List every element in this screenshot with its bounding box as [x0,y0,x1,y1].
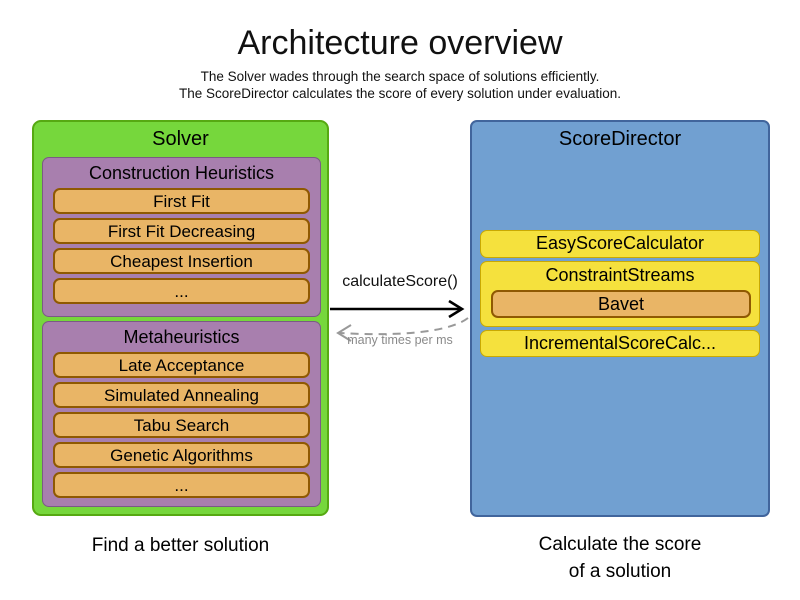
item-ch-ellipsis: ... [53,278,310,304]
solver-title: Solver [152,128,209,150]
easy-score-calculator-box: EasyScoreCalculator [480,230,760,258]
item-late-acceptance: Late Acceptance [53,352,310,378]
score-director-caption-line-2: of a solution [568,561,672,582]
constraint-streams-title: ConstraintStreams [545,265,695,285]
construction-heuristics-group: Construction Heuristics First Fit First … [42,157,321,317]
subtitle-line-2: The ScoreDirector calculates the score o… [179,85,621,101]
frequency-label: many times per ms [347,333,453,347]
item-first-fit: First Fit [53,188,310,214]
item-simulated-annealing: Simulated Annealing [53,382,310,408]
calculate-score-label: calculateScore() [342,273,458,290]
solver-caption: Find a better solution [91,535,270,556]
score-director-title: ScoreDirector [558,128,682,150]
metaheuristics-title: Metaheuristics [123,327,240,347]
item-first-fit-decreasing: First Fit Decreasing [53,218,310,244]
metaheuristics-group: Metaheuristics Late Acceptance Simulated… [42,321,321,507]
item-mh-ellipsis: ... [53,472,310,498]
bavet-box: Bavet [491,290,751,318]
subtitle-line-1: The Solver wades through the search spac… [200,69,600,84]
item-cheapest-insertion: Cheapest Insertion [53,248,310,274]
score-director-caption-line-1: Calculate the score [538,534,702,555]
construction-heuristics-title: Construction Heuristics [88,163,275,183]
page-subtitle: The Solver wades through the search spac… [0,69,800,102]
incremental-score-calculator-box: IncrementalScoreCalc... [480,330,760,357]
constraint-streams-box: ConstraintStreams Bavet [480,261,760,327]
page-title: Architecture overview [237,24,563,62]
item-tabu-search: Tabu Search [53,412,310,438]
solver-box: Solver Construction Heuristics First Fit… [32,120,329,516]
calculate-score-arrow [330,299,465,319]
item-genetic-algorithms: Genetic Algorithms [53,442,310,468]
score-director-caption: Calculate the score of a solution [470,531,770,585]
